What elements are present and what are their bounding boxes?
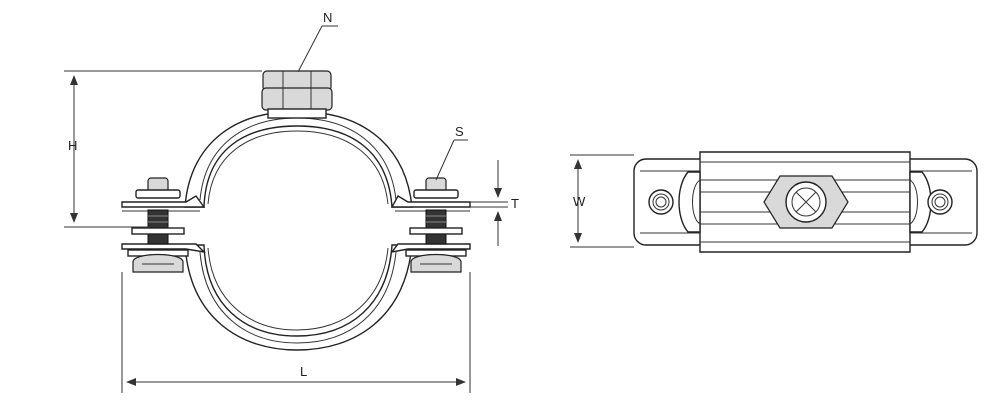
top-view-nut: [763, 175, 849, 229]
label-w: W: [573, 194, 586, 209]
label-s: S: [455, 124, 464, 139]
front-view: H N S T L: [64, 10, 519, 393]
dimension-l: [121, 272, 471, 393]
leader-s: [435, 139, 468, 181]
label-n: N: [323, 10, 332, 25]
label-t: T: [511, 196, 519, 211]
left-hole: [648, 189, 674, 215]
leader-n: [297, 25, 338, 73]
top-view: W: [570, 151, 978, 253]
dimension-t: [470, 160, 508, 246]
top-nut: [261, 70, 333, 119]
lower-flange: [121, 243, 471, 254]
label-l: L: [300, 364, 307, 379]
upper-flange: [121, 195, 471, 212]
dimension-h: [64, 70, 262, 228]
left-screw: [127, 177, 189, 273]
right-screw: [405, 177, 467, 273]
upper-clamp-half: [184, 111, 413, 208]
dimension-w: [570, 154, 634, 248]
right-hole: [927, 189, 953, 215]
lower-clamp-half: [184, 244, 413, 351]
label-h: H: [68, 138, 77, 153]
